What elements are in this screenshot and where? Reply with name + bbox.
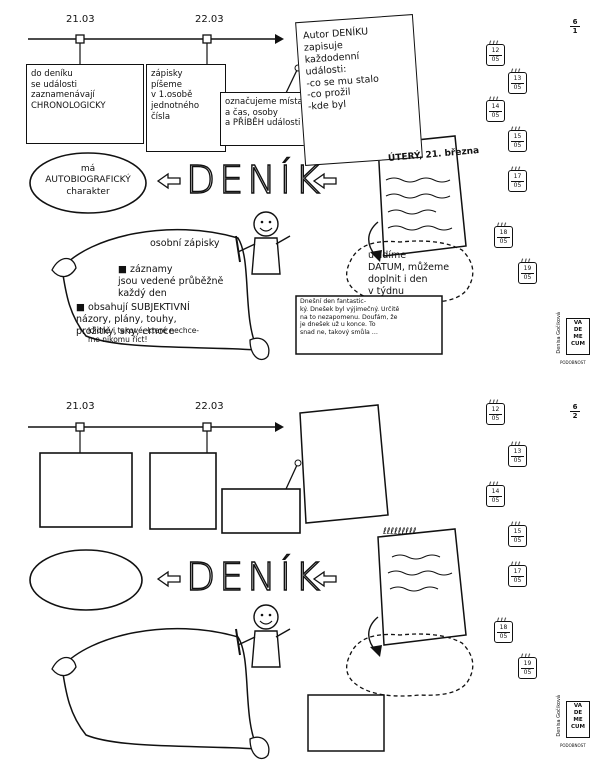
diary-entry-text: Dnešní den fantastic- ký. Dnešek byl výj… <box>300 298 400 336</box>
logo-subtitle: PODOBNOST <box>560 360 586 365</box>
bullet-icon: ■ <box>76 301 88 313</box>
author-credit: Denisa Gočiková <box>556 695 562 737</box>
scroll-item-1: ■ záznamy jsou vedené průběžně každý den <box>118 252 223 300</box>
sheet-number-value: 2 <box>570 411 580 420</box>
scroll-tail: klidně i takové, které nechce- me nikomu… <box>88 326 200 345</box>
autobiographic-ellipse-text: má AUTOBIOGRAFICKÝ charakter <box>45 164 131 197</box>
cloud-text: uvidíme DATUM, můžeme doplnit i den v tý… <box>368 250 450 297</box>
page-number-value: 6 <box>572 403 578 411</box>
page-number: 6 1 <box>570 18 580 35</box>
diary-title: DENÍK <box>185 554 324 599</box>
scroll-item-1-text: záznamy jsou vedené průběžně každý den <box>118 263 224 299</box>
scroll-item-2-text: obsahují SUBJEKTIVNÍ názory, plány, touh… <box>76 301 190 337</box>
page-number-value: 6 <box>572 18 578 26</box>
sheet-number-value: 1 <box>570 26 580 35</box>
date-label-1: 21.03 <box>66 14 95 25</box>
logo-subtitle: PODOBNOST <box>560 743 586 748</box>
svg-text:ℓℓℓℓℓℓℓℓℓ: ℓℓℓℓℓℓℓℓℓ <box>382 527 416 537</box>
chronology-box: do deníku se události zaznamenávají CHRO… <box>26 64 144 144</box>
page-number: 6 2 <box>570 403 580 420</box>
date-label-2: 22.03 <box>195 14 224 25</box>
author-credit: Denisa Gočiková <box>556 312 562 354</box>
date-label-2: 22.03 <box>195 401 224 412</box>
date-label-1: 21.03 <box>66 401 95 412</box>
diary-title: DENÍK <box>185 157 324 202</box>
first-person-box: zápisky píšeme v 1.osobě jednotného čísl… <box>146 64 226 152</box>
author-note: Autor DENÍKU zapisuje každodenní událost… <box>295 14 423 166</box>
scroll-heading: osobní zápisky <box>150 238 220 249</box>
top-sheet: ℓℓℓℓℓℓℓℓℓ 21.03 22.03 do deníku se událo… <box>0 0 595 384</box>
vademecum-logo: VA DE ME CUM <box>566 318 590 355</box>
top-lines: ℓℓℓℓℓℓℓℓℓ <box>28 34 474 361</box>
bottom-lines: ℓℓℓℓℓℓℓℓℓ <box>28 404 474 760</box>
bullet-icon: ■ <box>118 263 130 275</box>
scroll-item-2: ■ obsahují SUBJEKTIVNÍ názory, plány, to… <box>76 290 190 338</box>
vademecum-logo: VA DE ME CUM <box>566 701 590 738</box>
